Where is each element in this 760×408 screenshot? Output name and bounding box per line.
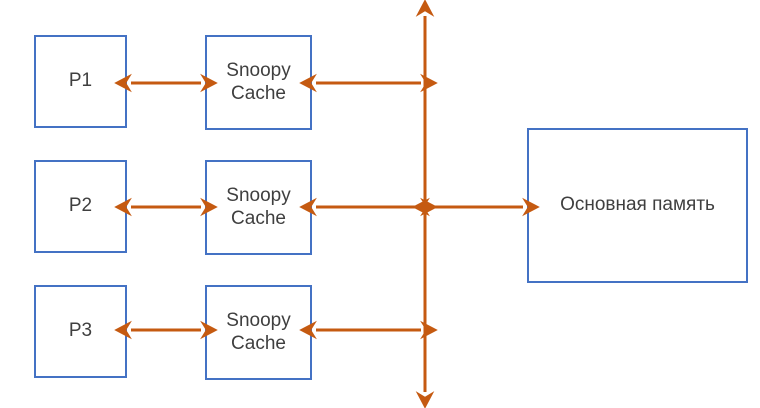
snoopy-cache-label-2: Snoopy Cache [226, 184, 291, 229]
snoopy-cache-box-1[interactable]: Snoopy Cache [205, 35, 312, 130]
snoopy-cache-label-1: Snoopy Cache [226, 59, 291, 104]
main-memory-label: Основная память [560, 194, 715, 216]
processor-label-p1: P1 [68, 70, 93, 92]
main-memory-box[interactable]: Основная память [527, 128, 748, 283]
snoopy-cache-label-3: Snoopy Cache [226, 309, 291, 354]
processor-label-p2: P2 [68, 195, 93, 217]
processor-box-p2[interactable]: P2 [34, 160, 127, 253]
snoopy-cache-box-3[interactable]: Snoopy Cache [205, 285, 312, 380]
processor-box-p1[interactable]: P1 [34, 35, 127, 128]
snoopy-cache-box-2[interactable]: Snoopy Cache [205, 160, 312, 255]
processor-box-p3[interactable]: P3 [34, 285, 127, 378]
processor-label-p3: P3 [68, 320, 93, 342]
